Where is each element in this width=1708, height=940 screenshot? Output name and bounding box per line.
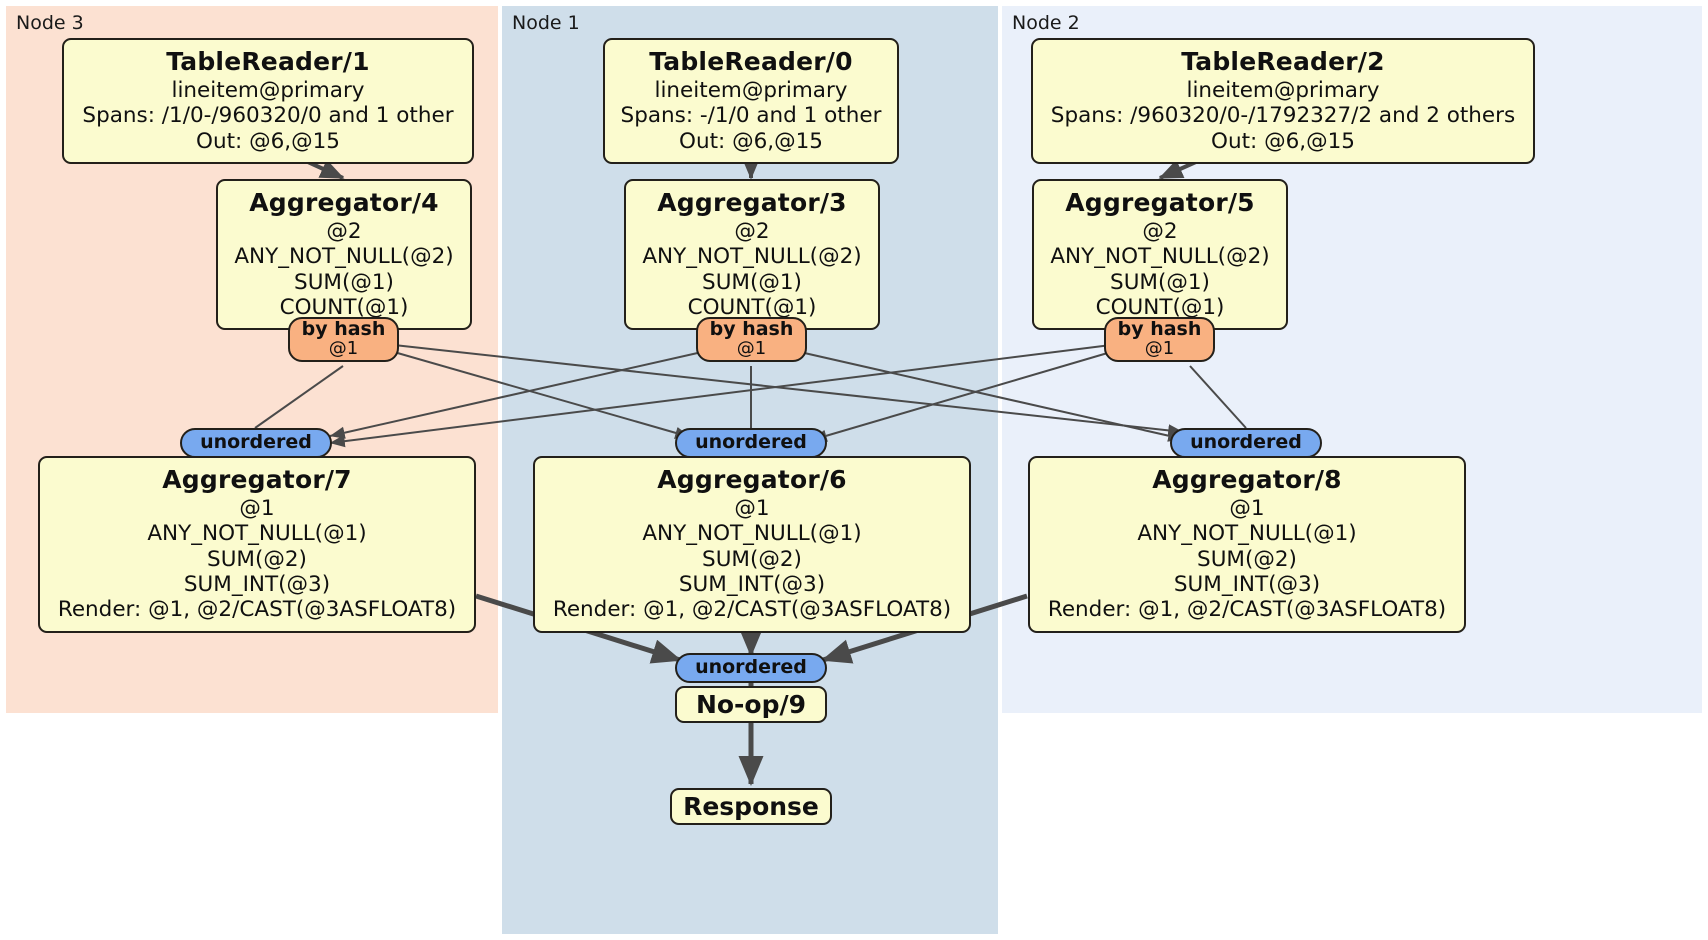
processor-detail-line: lineitem@primary: [654, 78, 848, 103]
processor-response[interactable]: Response: [670, 788, 832, 825]
processor-aggregator-6[interactable]: Aggregator/6 @1 ANY_NOT_NULL(@1) SUM(@2)…: [533, 456, 971, 633]
processor-detail-line: ANY_NOT_NULL(@2): [642, 244, 862, 270]
processor-aggregator-8[interactable]: Aggregator/8 @1 ANY_NOT_NULL(@1) SUM(@2)…: [1028, 456, 1466, 633]
router-by-hash-middle[interactable]: by hash @1: [696, 317, 807, 362]
processor-title: Aggregator/4: [249, 188, 439, 217]
processor-detail-line: SUM_INT(@3): [183, 572, 331, 598]
processor-title: TableReader/2: [1181, 47, 1385, 76]
processor-no-op-9[interactable]: No-op/9: [675, 686, 827, 723]
router-unordered-left[interactable]: unordered: [180, 428, 332, 458]
router-unordered-middle[interactable]: unordered: [675, 428, 827, 458]
processor-detail-line: Out: @6,@15: [679, 128, 823, 154]
processor-title: Aggregator/6: [657, 465, 847, 494]
processor-detail-line: @1: [1229, 496, 1265, 521]
processor-title: Aggregator/5: [1065, 188, 1255, 217]
processor-detail-line: @2: [1142, 219, 1178, 244]
router-unordered-right[interactable]: unordered: [1170, 428, 1322, 458]
router-unordered-final[interactable]: unordered: [675, 653, 827, 683]
processor-detail-line: SUM(@1): [702, 269, 802, 295]
processor-detail-line: @2: [326, 219, 362, 244]
processor-detail-line: SUM_INT(@3): [678, 572, 826, 598]
router-label: by hash: [1117, 318, 1202, 341]
processor-table-reader-0[interactable]: TableReader/0 lineitem@primary Spans: -/…: [603, 38, 899, 165]
processor-detail-line: Render: @1, @2/CAST(@3ASFLOAT8): [552, 597, 952, 623]
processor-title: Aggregator/7: [162, 465, 352, 494]
processor-detail-line: Out: @6,@15: [196, 128, 340, 154]
processor-table-reader-1[interactable]: TableReader/1 lineitem@primary Spans: /1…: [62, 38, 474, 165]
processor-detail-line: Spans: /960320/0-/1792327/2 and 2 others: [1050, 103, 1516, 129]
router-label: unordered: [200, 431, 312, 454]
processor-detail-line: SUM(@2): [1197, 546, 1297, 572]
router-by-hash-left[interactable]: by hash @1: [288, 317, 399, 362]
processor-detail-line: lineitem@primary: [171, 78, 365, 103]
processor-detail-line: ANY_NOT_NULL(@1): [147, 521, 367, 547]
router-by-hash-right[interactable]: by hash @1: [1104, 317, 1215, 362]
router-label: by hash: [301, 318, 386, 341]
processor-detail-line: ANY_NOT_NULL(@2): [1050, 244, 1270, 270]
processor-title: TableReader/1: [166, 47, 370, 76]
processor-aggregator-4[interactable]: Aggregator/4 @2 ANY_NOT_NULL(@2) SUM(@1)…: [216, 179, 472, 331]
processor-detail-line: @2: [734, 219, 770, 244]
node-region-label-node-2: Node 2: [1012, 12, 1080, 34]
processor-title: Aggregator/3: [657, 188, 847, 217]
router-label: unordered: [1190, 431, 1302, 454]
processor-detail-line: lineitem@primary: [1186, 78, 1380, 103]
processor-detail-line: Spans: -/1/0 and 1 other: [620, 103, 882, 129]
processor-aggregator-7[interactable]: Aggregator/7 @1 ANY_NOT_NULL(@1) SUM(@2)…: [38, 456, 476, 633]
processor-aggregator-3[interactable]: Aggregator/3 @2 ANY_NOT_NULL(@2) SUM(@1)…: [624, 179, 880, 331]
processor-detail-line: Render: @1, @2/CAST(@3ASFLOAT8): [1047, 597, 1447, 623]
router-sublabel: @1: [328, 338, 359, 360]
processor-detail-line: ANY_NOT_NULL(@1): [1137, 521, 1357, 547]
router-label: unordered: [695, 431, 807, 454]
processor-detail-line: ANY_NOT_NULL(@1): [642, 521, 862, 547]
processor-detail-line: COUNT(@1): [1095, 295, 1225, 321]
router-sublabel: @1: [1144, 338, 1175, 360]
processor-detail-line: SUM(@1): [294, 269, 394, 295]
node-region-label-node-1: Node 1: [512, 12, 580, 34]
processor-title: No-op/9: [695, 690, 807, 719]
processor-detail-line: Render: @1, @2/CAST(@3ASFLOAT8): [57, 597, 457, 623]
router-label: by hash: [709, 318, 794, 341]
processor-title: Response: [683, 792, 819, 821]
processor-detail-line: @1: [239, 496, 275, 521]
processor-detail-line: Out: @6,@15: [1211, 128, 1355, 154]
processor-detail-line: SUM(@2): [702, 546, 802, 572]
processor-detail-line: ANY_NOT_NULL(@2): [234, 244, 454, 270]
router-sublabel: @1: [736, 338, 767, 360]
processor-table-reader-2[interactable]: TableReader/2 lineitem@primary Spans: /9…: [1031, 38, 1535, 165]
processor-title: Aggregator/8: [1152, 465, 1342, 494]
processor-detail-line: @1: [734, 496, 770, 521]
processor-aggregator-5[interactable]: Aggregator/5 @2 ANY_NOT_NULL(@2) SUM(@1)…: [1032, 179, 1288, 331]
processor-detail-line: Spans: /1/0-/960320/0 and 1 other: [82, 103, 454, 129]
processor-detail-line: COUNT(@1): [687, 295, 817, 321]
node-region-label-node-3: Node 3: [16, 12, 84, 34]
processor-detail-line: SUM(@2): [207, 546, 307, 572]
processor-title: TableReader/0: [649, 47, 853, 76]
processor-detail-line: COUNT(@1): [279, 295, 409, 321]
processor-detail-line: SUM(@1): [1110, 269, 1210, 295]
processor-detail-line: SUM_INT(@3): [1173, 572, 1321, 598]
router-label: unordered: [695, 656, 807, 679]
